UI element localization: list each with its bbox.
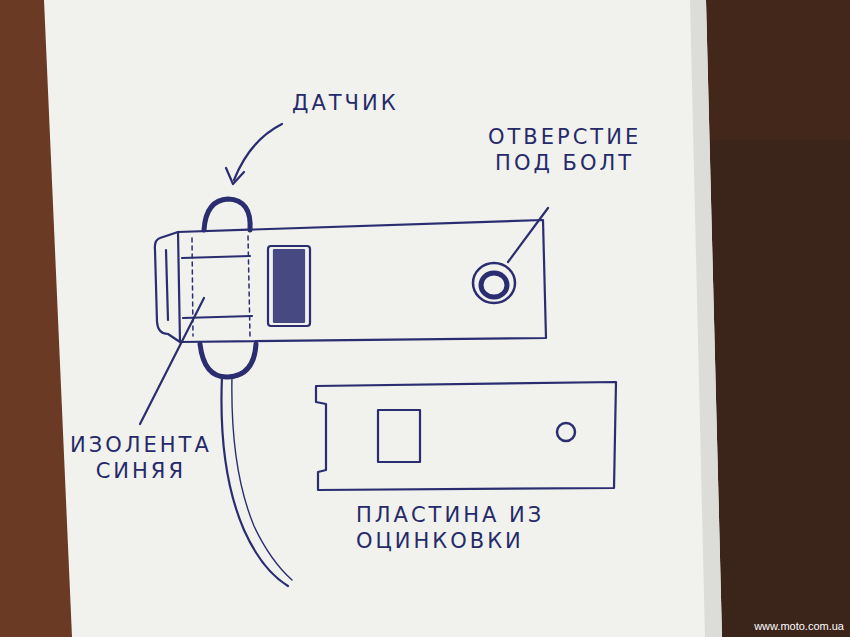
- watermark: www.moto.com.ua: [754, 620, 844, 634]
- part-label: ОТВЕРСТИЕ ПОД БОЛТ: [488, 124, 641, 177]
- part-label: ПЛАСТИНА ИЗ ОЦИНКОВКИ: [356, 502, 586, 555]
- part-label: ИЗОЛЕНТА СИНЯЯ: [70, 432, 212, 485]
- part-label: ДАТЧИК: [292, 90, 399, 116]
